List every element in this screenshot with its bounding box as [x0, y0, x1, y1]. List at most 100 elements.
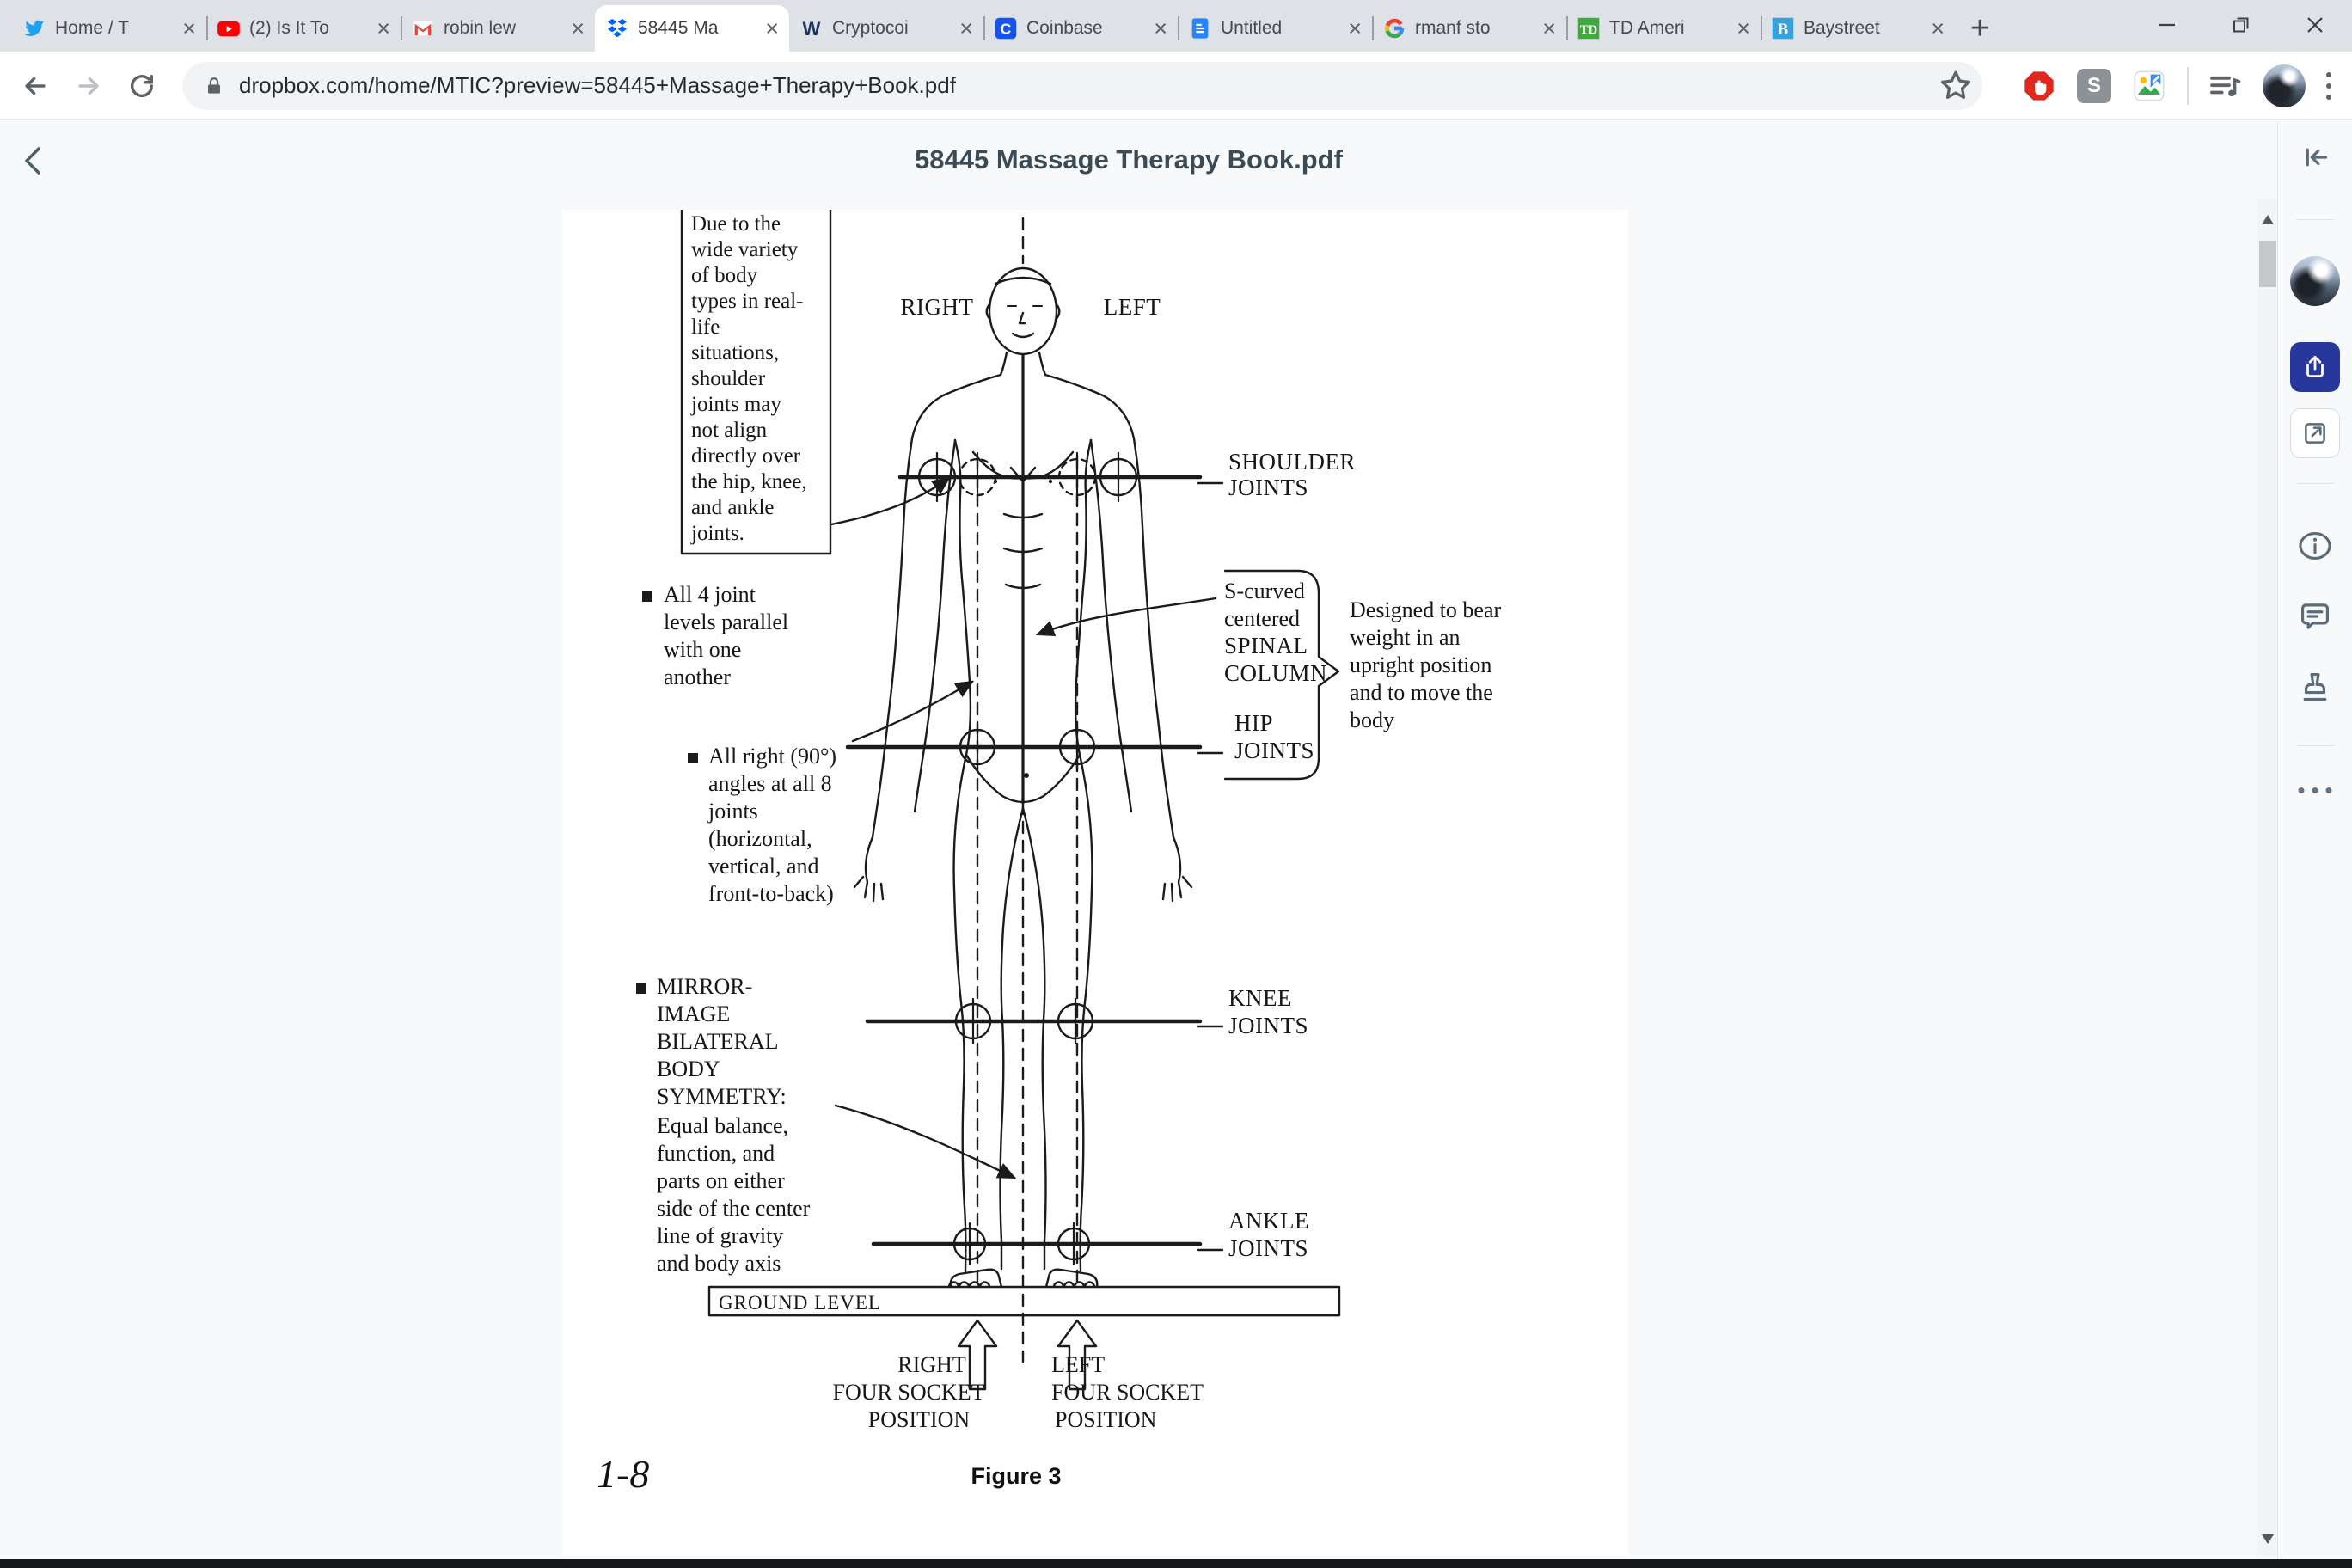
tab-close-icon[interactable]: × [1931, 15, 1945, 41]
adblock-extension-icon[interactable] [2020, 67, 2058, 105]
scroll-up-arrow[interactable] [2262, 215, 2274, 224]
bullet-mirror-title-line: MIRROR- [657, 974, 752, 999]
bookmark-star-icon[interactable] [1938, 68, 1974, 104]
scroll-down-arrow[interactable] [2262, 1534, 2274, 1544]
spinal-column-label: S-curved [1224, 579, 1305, 603]
spinal-column-label: SPINAL [1224, 633, 1308, 658]
bullet-angles-line: All right (90°) [708, 744, 836, 769]
callout-line: shoulder [691, 367, 766, 390]
figure-3-diagram: Due to the wide variety of body types in… [597, 210, 1502, 1496]
google-icon [1382, 16, 1406, 40]
twitter-icon [22, 16, 46, 40]
tab-label: Cryptocoi [832, 18, 909, 38]
designed-text: weight in an [1350, 625, 1461, 650]
stamp-approval-button[interactable] [2297, 669, 2333, 705]
back-button[interactable] [15, 66, 55, 106]
tab-google-search[interactable]: rmanf sto × [1372, 5, 1566, 52]
designed-text: upright position [1350, 652, 1491, 677]
tab-close-icon[interactable]: × [182, 15, 196, 41]
sidebar-avatar[interactable] [2290, 256, 2340, 306]
bullet-square [636, 983, 646, 994]
s-extension-icon[interactable]: S [2075, 67, 2113, 105]
callout-line: situations, [691, 341, 779, 364]
info-button[interactable] [2297, 528, 2333, 564]
comments-button[interactable] [2297, 598, 2333, 634]
tab-close-icon[interactable]: × [1348, 15, 1362, 41]
image-extension-icon[interactable] [2130, 67, 2168, 105]
scroll-thumb[interactable] [2259, 241, 2276, 287]
collapse-panel-button[interactable] [2298, 140, 2332, 175]
tab-label: TD Ameri [1609, 18, 1685, 38]
bullet-angles-line: vertical, and [708, 854, 819, 879]
tab-label: Untitled [1221, 18, 1283, 38]
tab-close-icon[interactable]: × [1736, 15, 1750, 41]
profile-avatar[interactable] [2263, 64, 2306, 107]
tab-coinbase[interactable]: C Coinbase × [983, 5, 1178, 52]
vertical-scrollbar[interactable] [2257, 199, 2278, 1556]
webull-icon: W [799, 16, 824, 40]
url-bar[interactable]: dropbox.com/home/MTIC?preview=58445+Mass… [182, 61, 1982, 110]
tab-google-docs[interactable]: Untitled × [1178, 5, 1372, 52]
bullet-parallel-line: levels parallel [664, 609, 788, 634]
svg-text:TD: TD [1580, 23, 1597, 37]
open-file-button[interactable] [2290, 408, 2340, 458]
lock-icon [207, 77, 221, 94]
tab-crypto[interactable]: W Cryptocoi × [789, 5, 983, 52]
left-socket-line: POSITION [1055, 1407, 1157, 1432]
tab-close-icon[interactable]: × [1542, 15, 1556, 41]
tab-baystreet[interactable]: B Baystreet × [1761, 5, 1955, 52]
preview-back-button[interactable] [15, 142, 53, 180]
ankle-joints-label: JOINTS [1228, 1235, 1308, 1261]
orientation-right-label: RIGHT [901, 294, 974, 320]
tab-close-icon[interactable]: × [959, 15, 973, 41]
callout-line: and ankle [691, 496, 774, 519]
tab-close-icon[interactable]: × [765, 15, 779, 41]
bullet-mirror-body-line: parts on either [657, 1168, 785, 1193]
coinbase-icon: C [994, 16, 1018, 40]
bullet-angles-line: joints [707, 799, 758, 824]
window-close-button[interactable] [2278, 0, 2352, 50]
sidebar-divider [2296, 219, 2334, 220]
right-socket-line: POSITION [868, 1407, 971, 1432]
callout-line: types in real- [691, 290, 804, 313]
sidebar-divider [2296, 745, 2334, 746]
sidebar-divider [2296, 483, 2334, 484]
forward-button[interactable] [69, 66, 108, 106]
bullet-mirror-title-line: BILATERAL [657, 1029, 779, 1054]
callout-line: the hip, knee, [691, 470, 807, 493]
svg-text:B: B [1778, 21, 1788, 39]
new-tab-button[interactable]: + [1970, 10, 1990, 46]
left-socket-line: FOUR SOCKET [1051, 1380, 1204, 1405]
bullet-mirror-body-line: and body axis [657, 1251, 781, 1276]
pdf-page: Due to the wide variety of body types in… [562, 210, 1628, 1556]
tab-dropbox-active[interactable]: 58445 Ma × [595, 5, 789, 52]
share-button[interactable] [2290, 342, 2340, 392]
screen-bottom-edge [0, 1559, 2352, 1568]
bullet-mirror-body-line: Equal balance, [657, 1113, 788, 1138]
playlist-extension-icon[interactable] [2206, 67, 2244, 105]
tab-gmail[interactable]: robin lew × [401, 5, 595, 52]
tab-label: robin lew [444, 18, 517, 38]
reload-button[interactable] [122, 66, 162, 106]
tab-twitter-home[interactable]: Home / T × [12, 5, 206, 52]
bullet-parallel-line: with one [664, 637, 741, 662]
chrome-menu-icon[interactable] [2326, 71, 2331, 100]
tab-td-ameritrade[interactable]: TD TD Ameri × [1566, 5, 1761, 52]
tab-close-icon[interactable]: × [571, 15, 585, 41]
tab-close-icon[interactable]: × [1154, 15, 1167, 41]
ground-level-label: GROUND LEVEL [719, 1292, 881, 1314]
callout-box: Due to the wide variety of body types in… [680, 210, 832, 555]
svg-text:W: W [803, 18, 821, 40]
tab-strip: Home / T × (2) Is It To × robin lew × 58… [0, 0, 2352, 52]
tab-youtube[interactable]: (2) Is It To × [206, 5, 401, 52]
window-restore-button[interactable] [2204, 0, 2278, 50]
right-socket-line: RIGHT [897, 1352, 966, 1377]
callout-line: of body [691, 264, 758, 287]
callout-line: not align [691, 419, 768, 442]
window-minimize-button[interactable] [2130, 0, 2204, 50]
more-actions-button[interactable] [2298, 787, 2332, 793]
tab-close-icon[interactable]: × [377, 15, 390, 41]
knee-joints-label: KNEE [1228, 985, 1292, 1011]
callout-line: joints may [690, 393, 781, 416]
